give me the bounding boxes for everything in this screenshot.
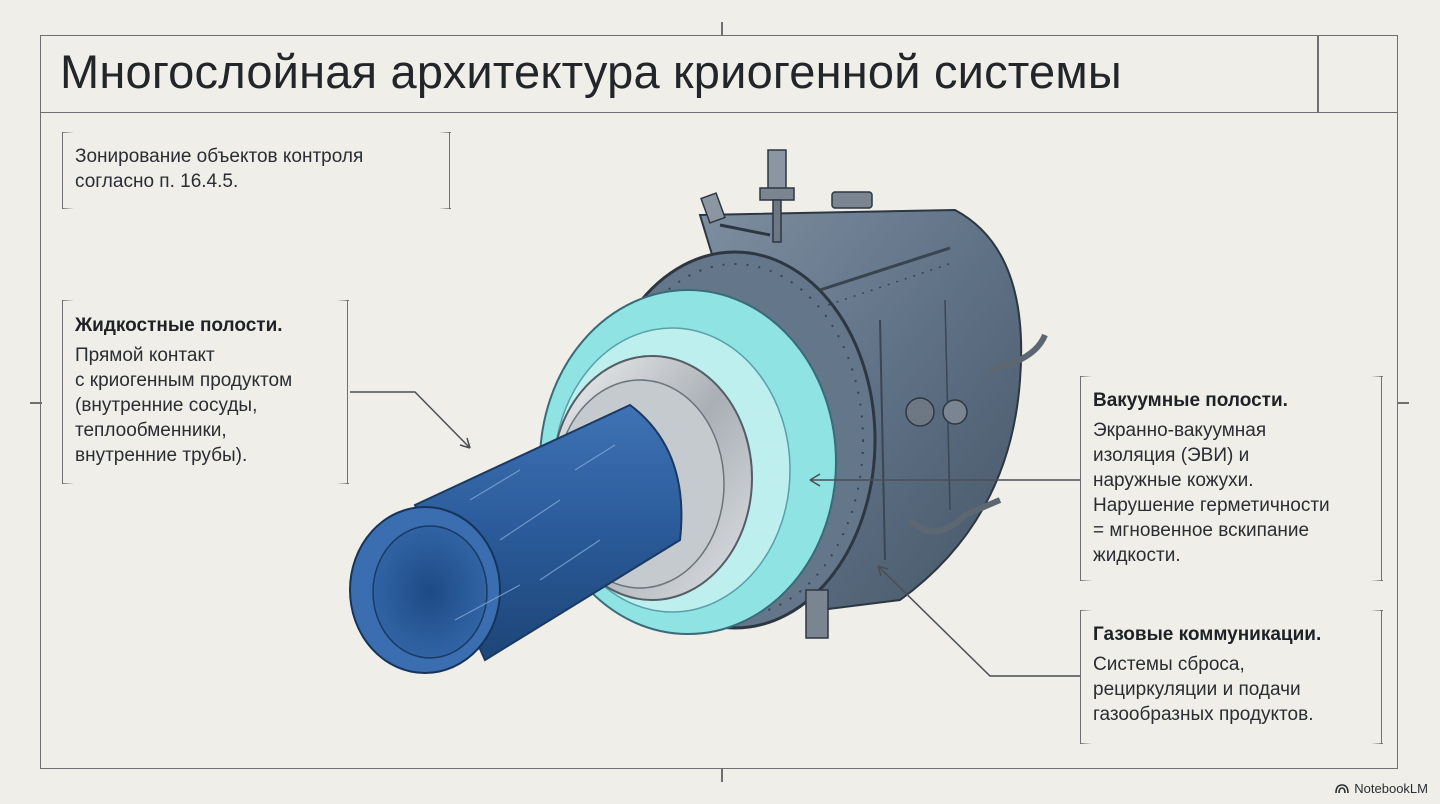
liquid-text: Прямой контакт с криогенным продуктом (в… <box>75 345 293 466</box>
notebooklm-logo-icon <box>1335 784 1350 794</box>
gas-heading: Газовые коммуникации. <box>1093 624 1322 645</box>
frame-tick-top <box>721 22 723 36</box>
title-divider <box>1317 35 1319 113</box>
zoning-text: Зонирование объектов контроля согласно п… <box>75 146 364 192</box>
vacuum-heading: Вакуумные полости. <box>1093 390 1288 411</box>
frame-tick-right <box>1397 402 1409 404</box>
callout-leaders <box>350 391 1080 677</box>
callout-zoning: Зонирование объектов контроля согласно п… <box>61 132 451 209</box>
cryogenic-vessel-illustration <box>349 149 1080 677</box>
brand-watermark: NotebookLM <box>1335 781 1428 796</box>
liquid-heading: Жидкостные полости. <box>75 315 283 336</box>
callout-liquid: Жидкостные полости. Прямой контакт с кри… <box>61 300 349 484</box>
callout-gas: Газовые коммуникации. Системы сброса, ре… <box>1079 610 1383 744</box>
brand-label: NotebookLM <box>1354 781 1428 796</box>
page-title: Многослойная архитектура криогенной сист… <box>60 45 1122 98</box>
gas-text: Системы сброса, рециркуляции и подачи га… <box>1093 654 1314 725</box>
callout-vacuum: Вакуумные полости. Экранно-вакуумная изо… <box>1079 376 1383 581</box>
title-band <box>40 35 1398 113</box>
inner-cryogenic-pipe <box>349 403 683 674</box>
frame-tick-left <box>30 402 42 404</box>
frame-tick-bottom <box>721 768 723 782</box>
vacuum-text: Экранно-вакуумная изоляция (ЭВИ) и наруж… <box>1093 420 1330 566</box>
